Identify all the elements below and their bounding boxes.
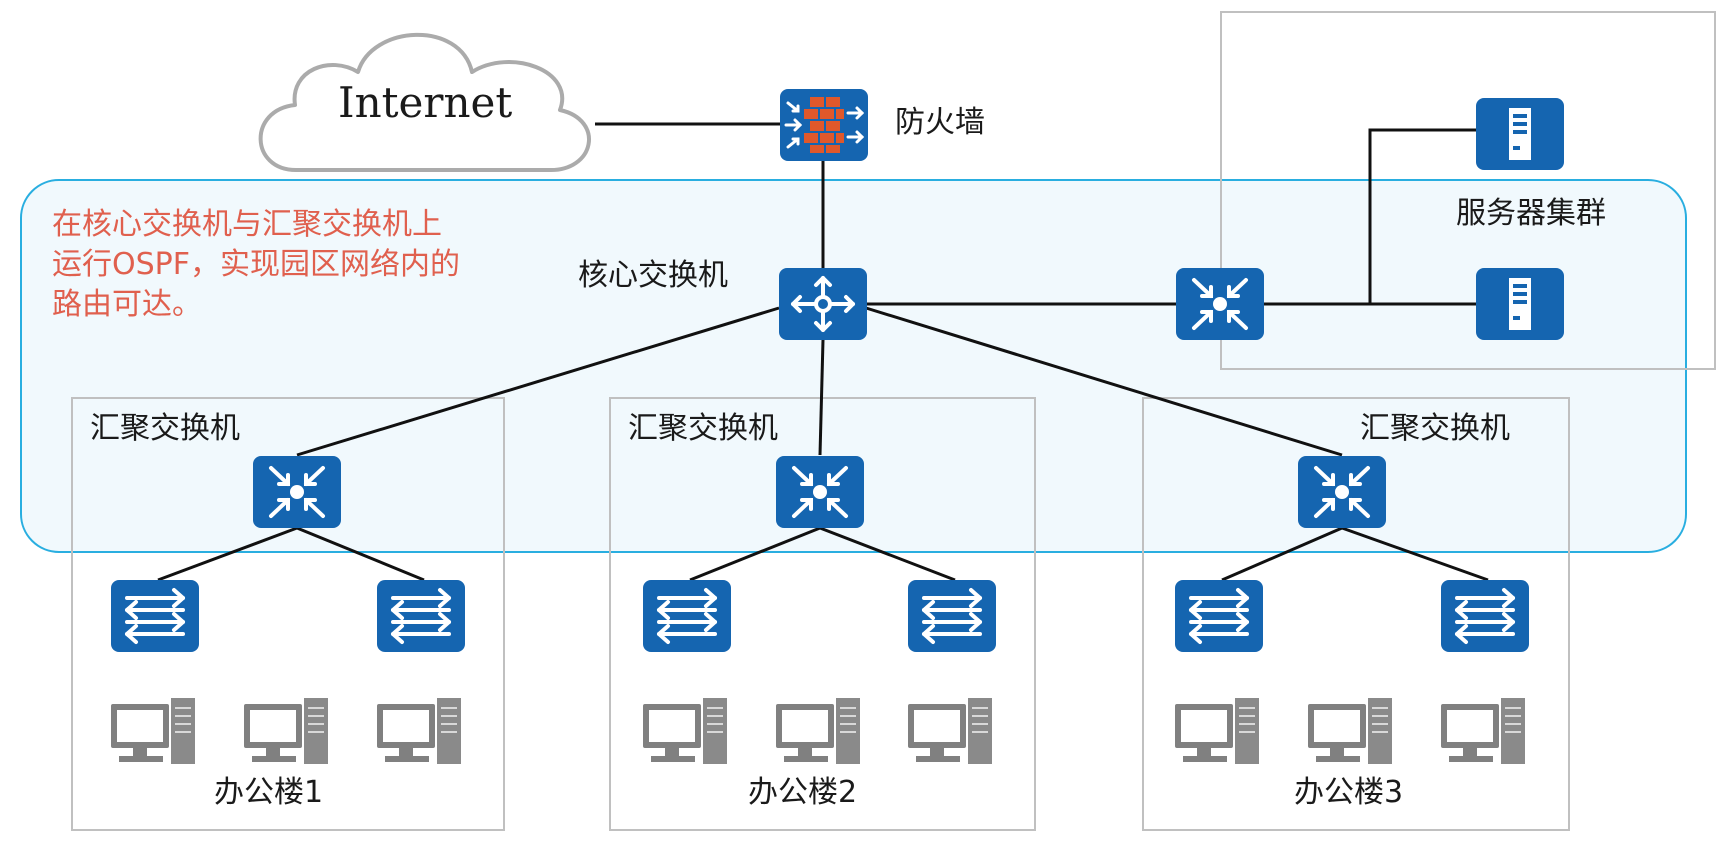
aggregation-switch-icon-2[interactable] bbox=[774, 454, 866, 530]
computer-icon[interactable] bbox=[907, 697, 993, 765]
firewall-icon[interactable] bbox=[780, 89, 868, 161]
building-3-label: 办公楼3 bbox=[1294, 775, 1404, 810]
building-1-box bbox=[71, 397, 505, 831]
ospf-note-line-3: 路由可达。 bbox=[52, 287, 202, 322]
aggregation-label-3: 汇聚交换机 bbox=[1360, 411, 1510, 446]
computer-icon[interactable] bbox=[642, 697, 728, 765]
core-switch-label: 核心交换机 bbox=[578, 258, 728, 293]
aggregation-label-1: 汇聚交换机 bbox=[90, 411, 240, 446]
access-switch-icon-3b[interactable] bbox=[1439, 578, 1531, 654]
aggregation-switch-icon-1[interactable] bbox=[251, 454, 343, 530]
computer-icon[interactable] bbox=[376, 697, 462, 765]
access-switch-icon-1b[interactable] bbox=[375, 578, 467, 654]
ospf-note: 在核心交换机与汇聚交换机上 运行OSPF，实现园区网络内的 路由可达。 bbox=[52, 205, 460, 325]
computer-icon[interactable] bbox=[1174, 697, 1260, 765]
server-aggregation-switch-icon[interactable] bbox=[1174, 266, 1266, 342]
computer-icon[interactable] bbox=[110, 697, 196, 765]
building-1-label: 办公楼1 bbox=[214, 775, 324, 810]
access-switch-icon-2b[interactable] bbox=[906, 578, 998, 654]
computer-icon[interactable] bbox=[775, 697, 861, 765]
server-cluster-box bbox=[1220, 11, 1716, 370]
ospf-note-line-2: 运行OSPF，实现园区网络内的 bbox=[52, 247, 461, 282]
aggregation-label-2: 汇聚交换机 bbox=[628, 411, 778, 446]
access-switch-icon-2a[interactable] bbox=[641, 578, 733, 654]
computer-icon[interactable] bbox=[1440, 697, 1526, 765]
core-switch-router-icon[interactable] bbox=[779, 268, 867, 340]
computer-icon[interactable] bbox=[243, 697, 329, 765]
cloud-icon bbox=[258, 32, 591, 173]
ospf-note-line-1: 在核心交换机与汇聚交换机上 bbox=[52, 207, 442, 242]
computer-icon[interactable] bbox=[1307, 697, 1393, 765]
access-switch-icon-3a[interactable] bbox=[1173, 578, 1265, 654]
aggregation-switch-icon-3[interactable] bbox=[1296, 454, 1388, 530]
server-icon-1[interactable] bbox=[1476, 98, 1564, 170]
server-cluster-label: 服务器集群 bbox=[1456, 196, 1606, 231]
firewall-label: 防火墙 bbox=[895, 105, 985, 140]
building-3-box bbox=[1142, 397, 1570, 831]
building-2-label: 办公楼2 bbox=[748, 775, 858, 810]
internet-label: Internet bbox=[338, 78, 513, 127]
links bbox=[157, 122, 1489, 582]
access-switch-icon-1a[interactable] bbox=[109, 578, 201, 654]
server-icon-2[interactable] bbox=[1476, 268, 1564, 340]
ospf-area bbox=[20, 179, 1687, 553]
